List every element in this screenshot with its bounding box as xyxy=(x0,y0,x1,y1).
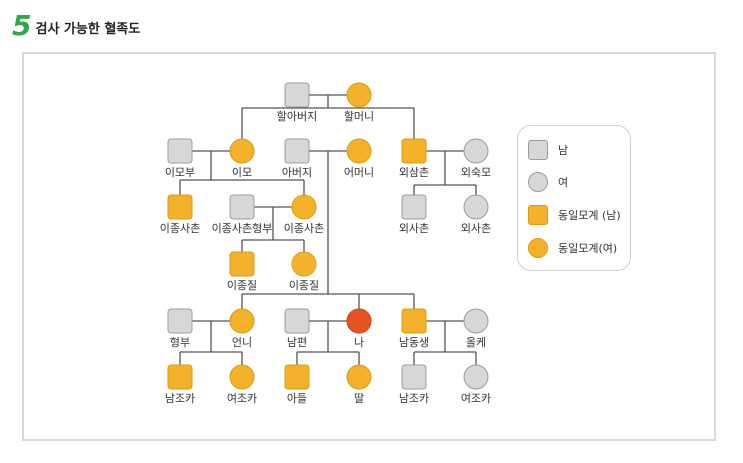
person-label: 이종질 xyxy=(289,279,319,292)
person-label: 이종사촌 xyxy=(160,222,200,235)
male-square-icon xyxy=(229,251,255,277)
person-node-maternal-aunt: 이모 xyxy=(229,138,255,179)
female-circle-icon xyxy=(291,251,317,277)
person-label: 올케 xyxy=(466,336,486,349)
person-label: 아들 xyxy=(287,392,307,405)
person-label: 외사촌 xyxy=(461,222,491,235)
person-label: 남조카 xyxy=(399,392,429,405)
person-node-father: 아버지 xyxy=(282,138,312,179)
step-number: 5 xyxy=(12,9,32,42)
person-node-maternal-uncle-in-law: 이모부 xyxy=(165,138,195,179)
person-node-daughter: 딸 xyxy=(346,364,372,405)
person-node-cousin-niece: 이종질 xyxy=(289,251,319,292)
person-node-niece-1: 여조카 xyxy=(227,364,257,405)
male-square-icon xyxy=(284,308,310,334)
legend-item-male: 남 xyxy=(528,138,568,162)
person-label: 외사촌 xyxy=(399,222,429,235)
section-header: 5 검사 가능한 혈족도 xyxy=(12,6,140,40)
person-label: 이종사촌형부 xyxy=(212,222,273,235)
male-square-icon xyxy=(401,138,427,164)
male-square-icon xyxy=(401,308,427,334)
male-square-icon xyxy=(401,194,427,220)
person-label: 딸 xyxy=(354,392,364,405)
person-label: 이모부 xyxy=(165,166,195,179)
person-label: 여조카 xyxy=(461,392,491,405)
person-label: 외삼촌 xyxy=(399,166,429,179)
person-node-sister-in-law: 올케 xyxy=(463,308,489,349)
person-node-maternal-uncle: 외삼촌 xyxy=(399,138,429,179)
person-label: 이종사촌 xyxy=(284,222,324,235)
male-square-icon xyxy=(167,138,193,164)
female-circle-icon xyxy=(463,138,489,164)
person-node-maternal-uncle-wife: 외숙모 xyxy=(461,138,491,179)
section-title: 검사 가능한 혈족도 xyxy=(35,22,141,37)
person-node-mother: 어머니 xyxy=(344,138,374,179)
male-square-icon xyxy=(229,194,255,220)
person-node-son: 아들 xyxy=(284,364,310,405)
legend-item-female: 여 xyxy=(528,170,568,194)
person-node-grandmother: 할머니 xyxy=(344,82,374,123)
male-square-icon xyxy=(167,308,193,334)
female-circle-icon xyxy=(229,364,255,390)
person-node-self: 나 xyxy=(346,308,372,349)
legend-female-circle-icon xyxy=(528,172,548,192)
person-node-niece-2: 여조카 xyxy=(461,364,491,405)
female-circle-icon xyxy=(463,194,489,220)
person-node-nephew-2: 남조카 xyxy=(399,364,429,405)
person-node-grandfather: 할아버지 xyxy=(277,82,317,123)
person-label: 외숙모 xyxy=(461,166,491,179)
person-node-nephew-1: 남조카 xyxy=(165,364,195,405)
person-label: 이모 xyxy=(232,166,252,179)
legend-item-matrilineal-male: 동일모계 (남) xyxy=(528,203,621,227)
legend-box: 남 여 동일모계 (남) 동일모계(여) xyxy=(517,125,631,271)
person-label: 여조카 xyxy=(227,392,257,405)
person-label: 남조카 xyxy=(165,392,195,405)
person-label: 언니 xyxy=(232,336,252,349)
male-square-icon xyxy=(284,82,310,108)
female-circle-icon xyxy=(346,364,372,390)
female-circle-icon xyxy=(346,82,372,108)
person-label: 어머니 xyxy=(344,166,374,179)
person-label: 남동생 xyxy=(399,336,429,349)
female-circle-icon xyxy=(346,308,372,334)
male-square-icon xyxy=(284,364,310,390)
legend-label: 동일모계 (남) xyxy=(558,209,621,222)
legend-label: 여 xyxy=(558,176,569,189)
female-circle-icon xyxy=(346,138,372,164)
person-node-cousin-nephew: 이종질 xyxy=(227,251,257,292)
person-node-brother-in-law: 형부 xyxy=(167,308,193,349)
female-circle-icon xyxy=(229,138,255,164)
male-square-icon xyxy=(284,138,310,164)
person-node-outer-cousin-female: 외사촌 xyxy=(461,194,491,235)
person-node-cousin-female: 이종사촌 xyxy=(284,194,324,235)
male-square-icon xyxy=(167,364,193,390)
person-label: 할머니 xyxy=(344,110,374,123)
person-label: 형부 xyxy=(170,336,190,349)
person-node-elder-sister: 언니 xyxy=(229,308,255,349)
female-circle-icon xyxy=(463,364,489,390)
person-node-cousin-male: 이종사촌 xyxy=(160,194,200,235)
person-label: 아버지 xyxy=(282,166,312,179)
female-circle-icon xyxy=(463,308,489,334)
male-square-icon xyxy=(167,194,193,220)
female-circle-icon xyxy=(229,308,255,334)
person-label: 나 xyxy=(354,336,364,349)
male-square-icon xyxy=(401,364,427,390)
legend-matrilineal-male-square-icon xyxy=(528,205,548,225)
legend-label: 남 xyxy=(558,144,569,157)
legend-label: 동일모계(여) xyxy=(558,242,618,255)
legend-item-matrilineal-female: 동일모계(여) xyxy=(528,236,617,260)
person-node-husband: 남편 xyxy=(284,308,310,349)
person-node-cousin-brother-in-law: 이종사촌형부 xyxy=(212,194,273,235)
person-node-younger-brother: 남동생 xyxy=(399,308,429,349)
legend-matrilineal-female-circle-icon xyxy=(528,238,548,258)
person-label: 할아버지 xyxy=(277,110,317,123)
female-circle-icon xyxy=(291,194,317,220)
person-label: 이종질 xyxy=(227,279,257,292)
legend-male-square-icon xyxy=(528,140,548,160)
person-node-outer-cousin-male: 외사촌 xyxy=(399,194,429,235)
person-label: 남편 xyxy=(287,336,307,349)
